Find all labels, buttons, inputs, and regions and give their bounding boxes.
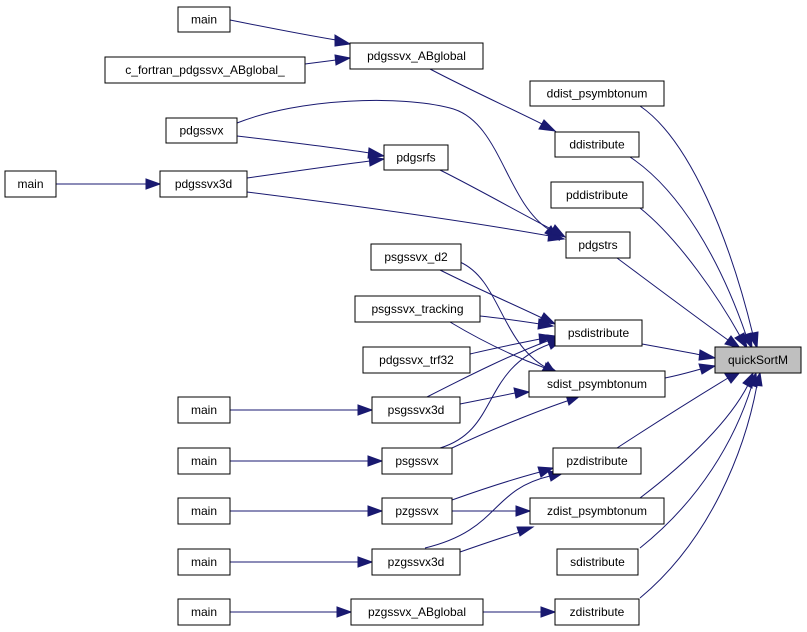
node-pddistribute[interactable]: pddistribute xyxy=(550,181,644,209)
node-psdistribute[interactable]: psdistribute xyxy=(554,319,643,347)
node-label: pzgssvx3d xyxy=(388,555,445,569)
node-sdistribute[interactable]: sdistribute xyxy=(556,548,639,576)
edge-cfortran-to-pdgssvx-abglobal xyxy=(304,54,352,66)
edge-psgssvx3d-to-sdist xyxy=(459,387,531,405)
node-main-4[interactable]: main xyxy=(177,447,231,475)
node-pdgssvx-abglobal[interactable]: pdgssvx_ABglobal xyxy=(349,42,484,70)
node-main-6[interactable]: main xyxy=(177,548,231,576)
node-sdist-psymbtonum[interactable]: sdist_psymbtonum xyxy=(528,370,666,398)
edge-pdgssvx3d-to-pdgsrfs xyxy=(246,155,386,179)
edge-main-to-psgssvx3d xyxy=(230,404,374,416)
edge-main-to-pdgssvx3d xyxy=(56,178,162,190)
edge-zdistribute-to-quicksortm xyxy=(639,371,763,599)
node-pzgssvx[interactable]: pzgssvx xyxy=(381,497,453,525)
node-label: zdist_psymbtonum xyxy=(547,504,647,518)
node-pdgssvx-trf32[interactable]: pdgssvx_trf32 xyxy=(362,346,471,374)
node-label: sdist_psymbtonum xyxy=(547,377,647,391)
node-label: ddist_psymbtonum xyxy=(547,87,648,101)
edge-ddist-psymbtonum-to-quicksortm xyxy=(639,105,759,350)
edge-pdgssvx3d-to-pdgstrs xyxy=(246,191,566,242)
node-quicksortm[interactable]: quickSortM xyxy=(714,346,802,374)
node-label: main xyxy=(191,605,217,619)
node-label: pzgssvx_ABglobal xyxy=(368,605,466,619)
node-pdgsrfs[interactable]: pdgsrfs xyxy=(383,144,449,171)
node-ddistribute[interactable]: ddistribute xyxy=(554,131,640,158)
node-label: pdgssvx3d xyxy=(175,177,232,191)
edge-pzgssvx-to-zdist xyxy=(452,505,532,517)
edge-pdgstrs-to-quicksortm xyxy=(616,257,742,349)
node-main-5[interactable]: main xyxy=(177,497,231,525)
edge-psgssvx-to-sdist xyxy=(451,394,583,449)
node-pdgssvx3d[interactable]: pdgssvx3d xyxy=(159,170,248,198)
edge-pdgssvx-abglobal-to-ddistribute xyxy=(429,68,557,132)
node-pzgssvx3d[interactable]: pzgssvx3d xyxy=(371,548,461,576)
edge-main-to-psgssvx xyxy=(230,455,384,467)
node-label: zdistribute xyxy=(570,605,625,619)
node-label: main xyxy=(191,454,217,468)
node-label: pdgssvx_ABglobal xyxy=(367,49,466,63)
node-pdgssvx[interactable]: pdgssvx xyxy=(165,117,238,144)
edge-sdist-to-quicksortm xyxy=(664,363,717,379)
node-label: main xyxy=(191,403,217,417)
node-label: pzgssvx xyxy=(395,504,438,518)
edge-psgssvx-tracking-to-psdistribute xyxy=(479,315,555,330)
node-main-2[interactable]: main xyxy=(4,170,57,198)
node-psgssvx-tracking[interactable]: psgssvx_tracking xyxy=(354,295,481,323)
node-label: pdgssvx_trf32 xyxy=(379,353,454,367)
node-label: psgssvx_tracking xyxy=(371,302,463,316)
node-label: main xyxy=(191,555,217,569)
node-label: pdgssvx xyxy=(179,124,223,138)
node-pdgstrs[interactable]: pdgstrs xyxy=(565,231,631,259)
node-label: main xyxy=(191,13,217,27)
edge-main-to-pzgssvx3d xyxy=(230,556,374,568)
edge-main-to-pzgssvx xyxy=(230,505,384,517)
node-main-1[interactable]: main xyxy=(177,6,231,33)
node-main-3[interactable]: main xyxy=(177,396,231,424)
node-zdist-psymbtonum[interactable]: zdist_psymbtonum xyxy=(529,497,665,525)
edge-ddistribute-to-quicksortm xyxy=(629,156,753,350)
edge-pdgsrfs-to-pdgstrs xyxy=(439,169,567,238)
node-psgssvx-d2[interactable]: psgssvx_d2 xyxy=(370,243,462,271)
edge-main-to-pzgssvx-abglobal xyxy=(230,606,353,618)
edge-pdgssvx-to-pdgsrfs xyxy=(236,135,386,159)
node-label: pddistribute xyxy=(566,188,628,202)
node-psgssvx3d[interactable]: psgssvx3d xyxy=(371,396,461,424)
node-pzdistribute[interactable]: pzdistribute xyxy=(552,447,642,475)
edge-pzgssvx-abglobal-to-zdistribute xyxy=(483,606,557,618)
node-label: main xyxy=(17,177,43,191)
node-label: quickSortM xyxy=(728,353,788,367)
node-label: psgssvx_d2 xyxy=(384,250,448,264)
node-ddist-psymbtonum[interactable]: ddist_psymbtonum xyxy=(529,80,665,107)
node-label: psgssvx3d xyxy=(388,403,445,417)
node-zdistribute[interactable]: zdistribute xyxy=(554,598,640,626)
node-label: pdgstrs xyxy=(578,238,617,252)
node-label: main xyxy=(191,504,217,518)
node-pzgssvx-abglobal[interactable]: pzgssvx_ABglobal xyxy=(350,598,484,626)
node-label: psdistribute xyxy=(568,326,630,340)
edge-pzgssvx-to-pzdistribute xyxy=(451,466,555,501)
node-label: sdistribute xyxy=(570,555,625,569)
node-label: pzdistribute xyxy=(566,454,628,468)
edge-psdistribute-to-quicksortm xyxy=(641,343,717,361)
node-label: ddistribute xyxy=(569,138,625,152)
node-main-7[interactable]: main xyxy=(177,598,231,626)
node-label: c_fortran_pdgssvx_ABglobal_ xyxy=(125,63,285,77)
node-c-fortran-pdgssvx-abglobal[interactable]: c_fortran_pdgssvx_ABglobal_ xyxy=(104,56,306,84)
node-label: pdgsrfs xyxy=(396,151,435,165)
edge-pzgssvx3d-to-zdist xyxy=(459,526,535,553)
node-label: psgssvx xyxy=(395,454,438,468)
node-psgssvx[interactable]: psgssvx xyxy=(381,447,453,475)
edge-main-to-pdgssvx-abglobal xyxy=(229,19,352,47)
edge-pddistribute-to-quicksortm xyxy=(639,207,748,350)
